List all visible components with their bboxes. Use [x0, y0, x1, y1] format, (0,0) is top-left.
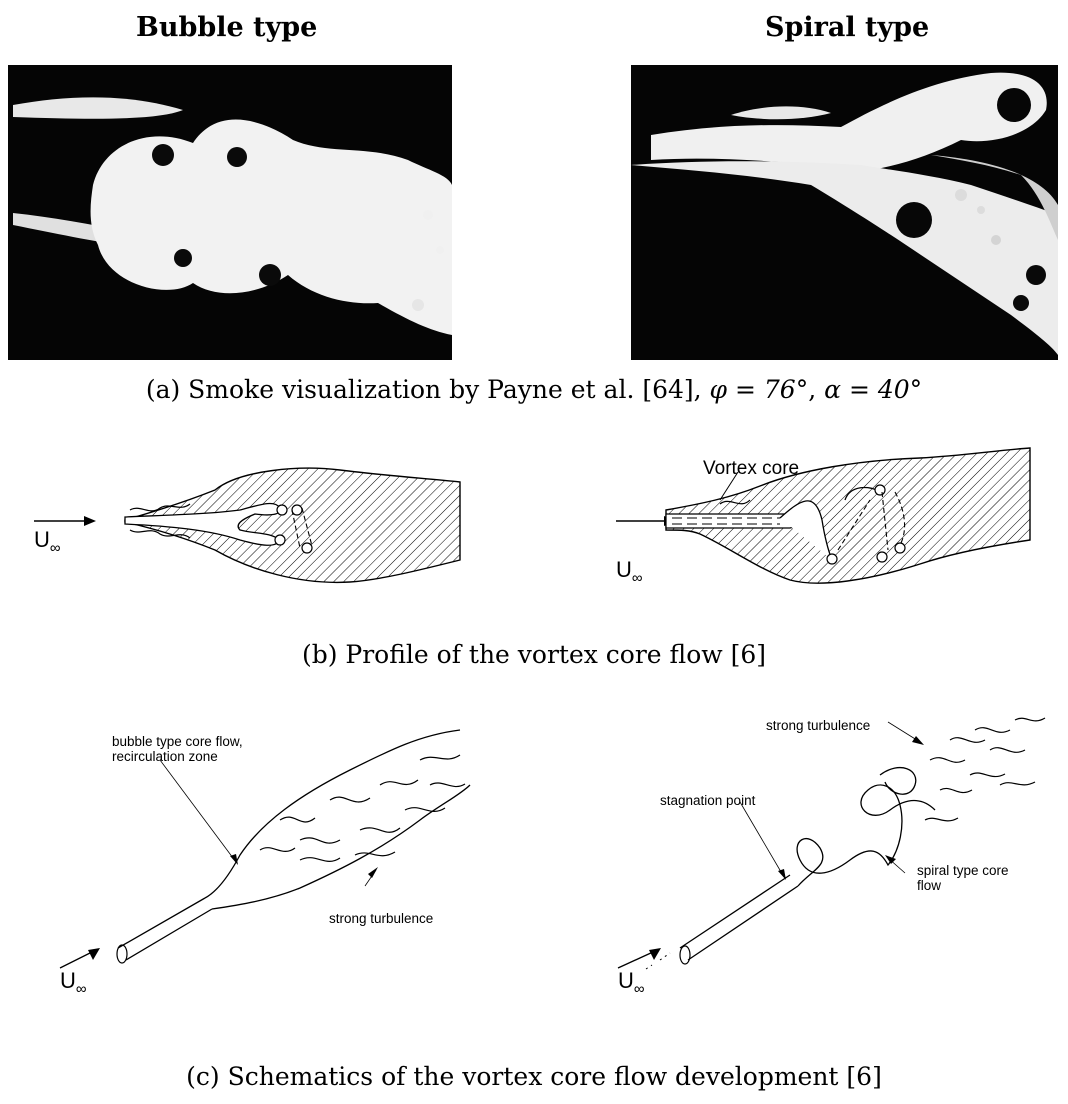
bubble-type-smoke-photo	[8, 65, 452, 360]
spiral-schematic	[618, 718, 1045, 969]
freestream-subscript: ∞	[632, 569, 643, 586]
spiral-profile	[616, 448, 1030, 583]
spiral-type-heading: Spiral type	[765, 12, 929, 43]
freestream-symbol: U	[60, 968, 76, 993]
freestream-label-c-right: U∞	[618, 968, 645, 997]
freestream-symbol: U	[34, 527, 50, 552]
stagnation-point-label: stagnation point	[660, 793, 755, 808]
spiral-core-flow-label-line1: spiral type core	[917, 863, 1009, 878]
right-strong-turbulence-label: strong turbulence	[766, 718, 870, 733]
caption-a-phi: φ = 76°	[710, 375, 809, 404]
freestream-subscript: ∞	[76, 980, 87, 997]
caption-a: (a) Smoke visualization by Payne et al. …	[0, 375, 1068, 404]
bubble-type-heading: Bubble type	[136, 12, 317, 43]
caption-a-separator: ,	[808, 375, 824, 404]
caption-a-text: (a) Smoke visualization by Payne et al. …	[146, 375, 710, 404]
caption-b: (b) Profile of the vortex core flow [6]	[0, 640, 1068, 669]
caption-a-alpha: α = 40°	[824, 375, 922, 404]
spiral-type-smoke-photo	[631, 65, 1058, 360]
spiral-core-flow-label: spiral type core flow	[917, 863, 1009, 893]
freestream-symbol: U	[616, 557, 632, 582]
freestream-label-c-left: U∞	[60, 968, 87, 997]
freestream-symbol: U	[618, 968, 634, 993]
freestream-label-b-left: U∞	[34, 527, 61, 556]
freestream-subscript: ∞	[634, 980, 645, 997]
freestream-subscript: ∞	[50, 539, 61, 556]
bubble-core-flow-label-line2: recirculation zone	[112, 749, 243, 764]
bubble-core-flow-label-line1: bubble type core flow,	[112, 734, 243, 749]
vortex-core-label: Vortex core	[703, 458, 799, 480]
bubble-profile	[34, 468, 460, 582]
left-strong-turbulence-label: strong turbulence	[329, 911, 433, 926]
spiral-core-flow-label-line2: flow	[917, 878, 1009, 893]
bubble-core-flow-label: bubble type core flow, recirculation zon…	[112, 734, 243, 764]
freestream-label-b-right: U∞	[616, 557, 643, 586]
vortex-core-profile-diagram	[0, 430, 1068, 630]
caption-c: (c) Schematics of the vortex core flow d…	[0, 1062, 1068, 1091]
bubble-schematic	[60, 730, 470, 968]
